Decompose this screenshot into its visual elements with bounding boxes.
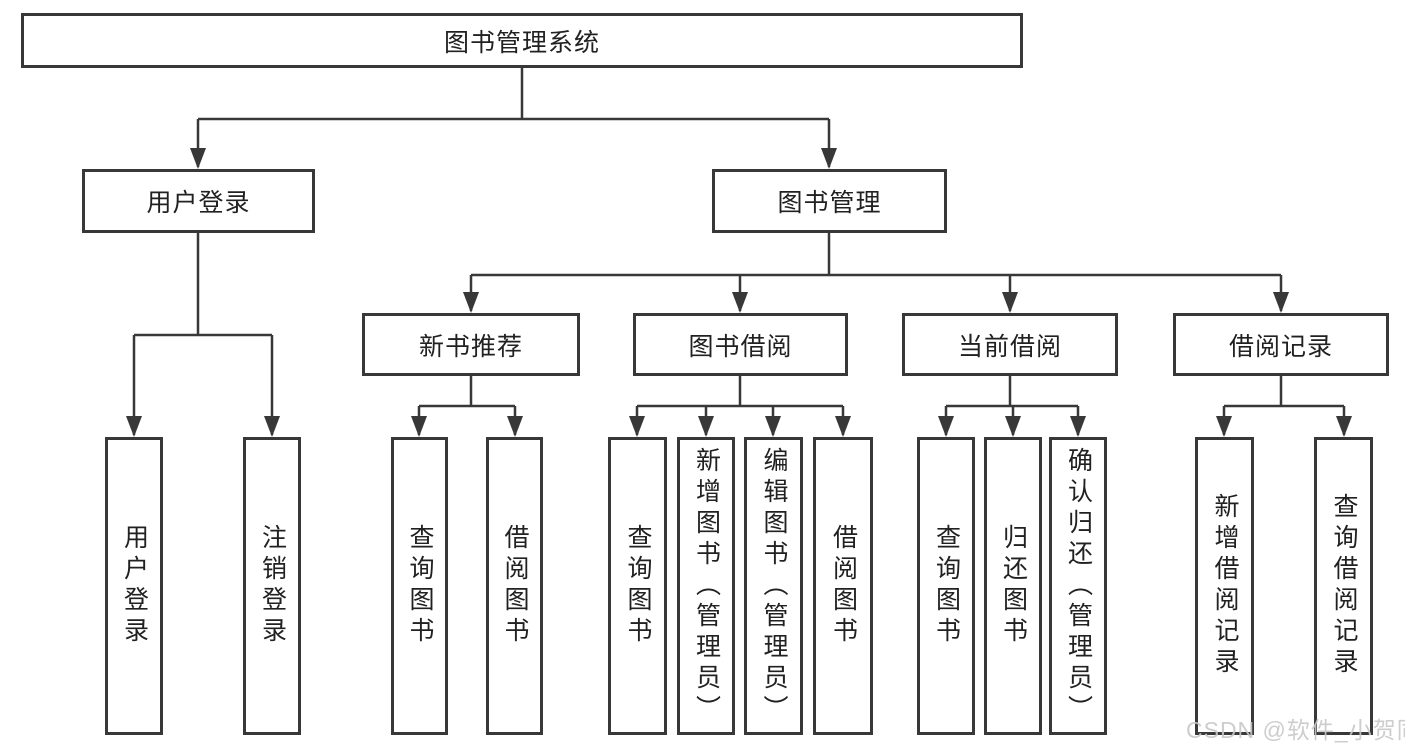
node-label: 借阅图书 bbox=[501, 524, 529, 648]
node-leaf-query-books-3: 查询图书 bbox=[917, 437, 975, 735]
node-leaf-edit-book-admin: 编辑图书（管理员） bbox=[744, 437, 803, 735]
node-label: 图书管理 bbox=[777, 189, 882, 217]
node-leaf-query-books-2: 查询图书 bbox=[608, 437, 667, 735]
node-label: 确认归还（管理员） bbox=[1064, 446, 1093, 726]
node-label: 当前借阅 bbox=[957, 332, 1062, 361]
csdn-watermark: CSDN @软件_小贺同学 bbox=[1186, 717, 1405, 743]
node-leaf-confirm-return-admin: 确认归还（管理员） bbox=[1049, 437, 1107, 735]
node-label: 用户登录 bbox=[120, 524, 149, 648]
node-label: 查询图书 bbox=[624, 524, 652, 648]
node-leaf-add-book-admin: 新增图书（管理员） bbox=[677, 437, 735, 735]
node-label: 新增借阅记录 bbox=[1211, 493, 1239, 679]
node-label: 查询借阅记录 bbox=[1330, 493, 1358, 679]
node-label: 查询图书 bbox=[406, 524, 434, 648]
node-label: 注销登录 bbox=[258, 524, 287, 648]
node-leaf-return-book: 归还图书 bbox=[984, 437, 1042, 735]
node-label: 图书借阅 bbox=[688, 332, 793, 361]
node-user-login: 用户登录 bbox=[82, 169, 315, 233]
node-label: 新书推荐 bbox=[418, 332, 523, 361]
node-label: 用户登录 bbox=[146, 189, 251, 217]
node-label: 编辑图书（管理员） bbox=[760, 446, 788, 726]
node-book-management: 图书管理 bbox=[712, 169, 947, 233]
node-leaf-query-borrow-record: 查询借阅记录 bbox=[1314, 437, 1373, 735]
node-leaf-borrow-books-2: 借阅图书 bbox=[813, 437, 873, 735]
node-borrow-records: 借阅记录 bbox=[1173, 313, 1389, 376]
node-label: 查询图书 bbox=[932, 524, 961, 648]
node-root-label: 图书管理系统 bbox=[443, 28, 600, 57]
node-leaf-logout: 注销登录 bbox=[243, 437, 301, 735]
node-leaf-user-login: 用户登录 bbox=[105, 437, 163, 735]
node-label: 借阅图书 bbox=[829, 524, 858, 648]
node-label: 新增图书（管理员） bbox=[692, 446, 721, 726]
node-leaf-borrow-books-1: 借阅图书 bbox=[486, 437, 543, 735]
node-new-book-recommend: 新书推荐 bbox=[362, 313, 580, 376]
node-label: 借阅记录 bbox=[1228, 332, 1333, 361]
node-label: 归还图书 bbox=[999, 524, 1028, 648]
node-leaf-query-books-1: 查询图书 bbox=[391, 437, 448, 735]
node-leaf-add-borrow-record: 新增借阅记录 bbox=[1195, 437, 1254, 735]
node-current-borrowing: 当前借阅 bbox=[902, 313, 1118, 376]
node-book-borrowing: 图书借阅 bbox=[633, 313, 848, 376]
node-root: 图书管理系统 bbox=[21, 13, 1023, 68]
